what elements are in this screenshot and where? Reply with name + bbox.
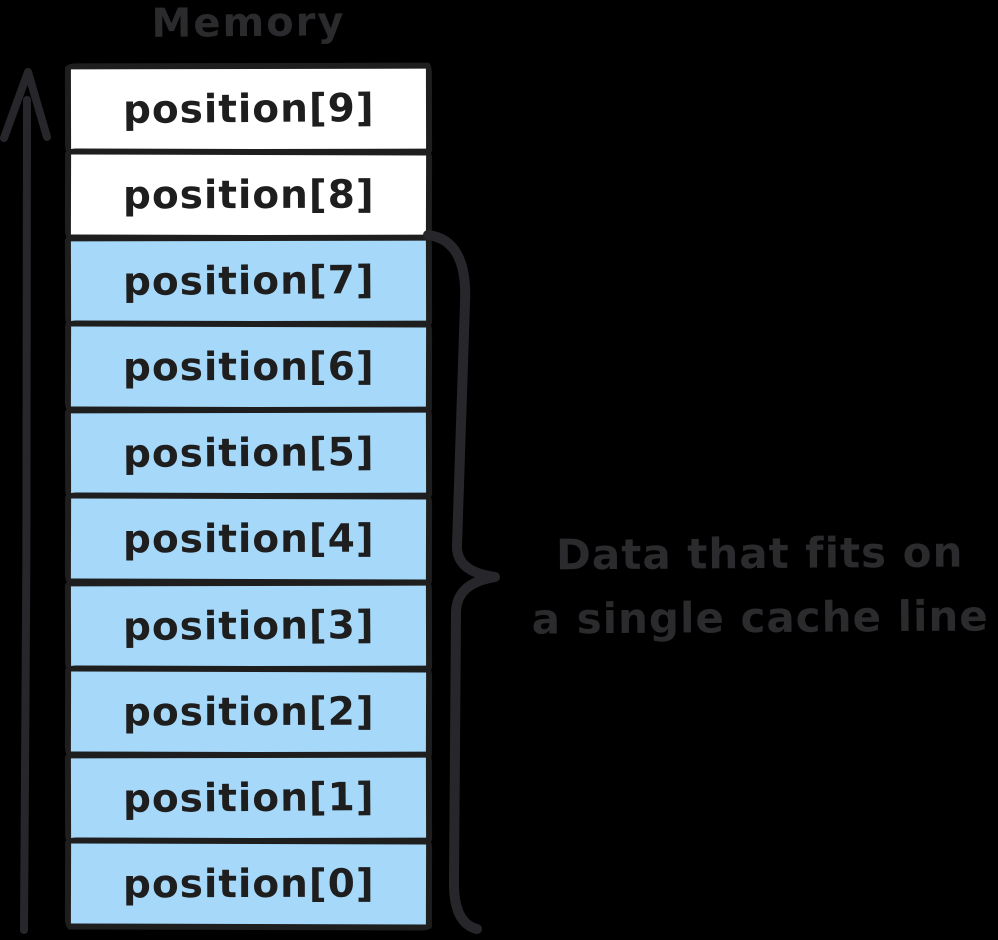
memory-cell: position[7] [64,234,433,328]
memory-cell-label: position[8] [122,172,375,218]
memory-cell-label: position[9] [122,85,375,133]
memory-cell: position[6] [64,320,433,414]
memory-cell: position[5] [64,406,433,500]
memory-cell-label: position[4] [122,516,375,563]
annotation-line: Data that fits on [555,527,964,580]
memory-cell-label: position[7] [122,257,375,305]
memory-title: Memory [151,0,346,47]
memory-cell-label: position[3] [122,602,375,650]
memory-cell-label: position[6] [122,344,375,391]
memory-cell-label: position[1] [122,774,375,822]
curly-brace-icon [423,230,500,934]
memory-stack: position[9] position[8] position[7] posi… [64,62,433,931]
cache-line-annotation: Data that fits on a single cache line [530,520,991,651]
memory-cell: position[9] [64,62,433,156]
up-arrow-icon [0,68,51,934]
memory-cell: position[0] [64,837,433,931]
memory-cell: position[4] [64,492,433,587]
memory-cell-label: position[2] [122,688,375,735]
memory-cell: position[1] [64,751,433,845]
memory-cell: position[8] [64,148,433,242]
memory-cell: position[2] [64,665,433,759]
memory-cell-label: position[5] [122,430,375,477]
memory-cell: position[3] [64,579,433,673]
memory-cell-label: position[0] [122,861,375,907]
annotation-line: a single cache line [531,591,989,644]
